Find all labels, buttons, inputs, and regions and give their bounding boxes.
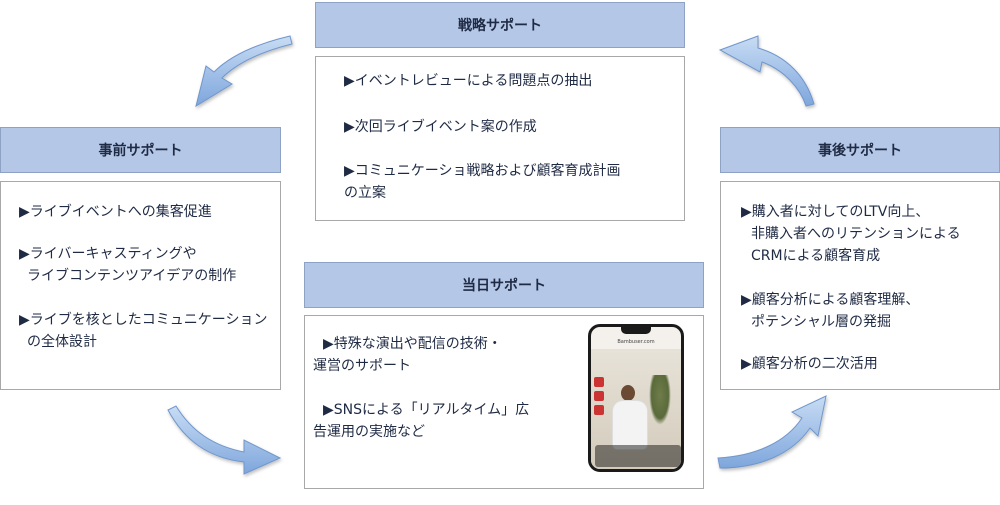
post-item-3: ▶顧客分析の二次活用 [741, 356, 878, 372]
day-item-2b: 告運用の実施など [313, 424, 425, 440]
pre-item-3a: ▶ライブを核としたコミュニケーション [19, 312, 268, 328]
post-box: ▶購入者に対してのLTV向上、 非購入者へのリテンションによる CRMによる顧客… [720, 181, 1000, 390]
arrow-right-bottom [717, 395, 827, 469]
pre-item-2a: ▶ライバーキャスティングや [19, 246, 197, 262]
arrow-left-top [195, 35, 293, 108]
chat-overlay [595, 445, 681, 467]
strategy-header: 戦略サポート [315, 2, 685, 48]
post-item-2b: ポテンシャル層の発掘 [751, 314, 891, 330]
day-title: 当日サポート [462, 278, 546, 294]
strategy-item-2: ▶次回ライブイベント案の作成 [344, 119, 537, 135]
post-item-1b: 非購入者へのリテンションによる [751, 226, 961, 242]
pre-item-2b: ライブコンテンツアイデアの制作 [27, 268, 237, 284]
post-item-1c: CRMによる顧客育成 [751, 248, 881, 264]
strategy-item-1: ▶イベントレビューによる問題点の抽出 [344, 73, 593, 89]
plant-image [649, 375, 671, 425]
pre-title: 事前サポート [98, 143, 183, 159]
phone-screenshot: Bambuser.com [588, 324, 684, 472]
strategy-box: ▶イベントレビューによる問題点の抽出 ▶次回ライブイベント案の作成 ▶コミュニケ… [315, 56, 685, 221]
pre-header: 事前サポート [0, 127, 281, 173]
pre-box: ▶ライブイベントへの集客促進 ▶ライバーキャスティングや ライブコンテンツアイデ… [0, 181, 281, 390]
post-item-2a: ▶顧客分析による顧客理解、 [741, 292, 920, 308]
day-item-2a: ▶SNSによる「リアルタイム」広 [323, 402, 530, 418]
pre-item-3b: の全体設計 [27, 334, 97, 350]
day-header: 当日サポート [304, 262, 704, 308]
post-header: 事後サポート [720, 127, 1000, 173]
presenter-body [613, 401, 647, 449]
post-title: 事後サポート [818, 143, 902, 159]
arrow-right-top [718, 35, 815, 107]
arrow-left-bottom [167, 405, 282, 475]
pre-item-1: ▶ライブイベントへの集客促進 [19, 204, 212, 220]
phone-url-bar: Bambuser.com [617, 339, 655, 345]
day-item-1a: ▶特殊な演出や配信の技術・ [323, 336, 502, 352]
post-item-1a: ▶購入者に対してのLTV向上、 [741, 204, 930, 220]
product-icons [594, 377, 604, 419]
strategy-item-3a: ▶コミュニケーショ戦略および顧客育成計画 [344, 163, 621, 179]
strategy-title: 戦略サポート [458, 18, 542, 34]
phone-notch [621, 327, 651, 334]
presenter-head [621, 385, 635, 401]
day-item-1b: 運営のサポート [313, 358, 411, 374]
strategy-item-3b: の立案 [344, 185, 386, 201]
